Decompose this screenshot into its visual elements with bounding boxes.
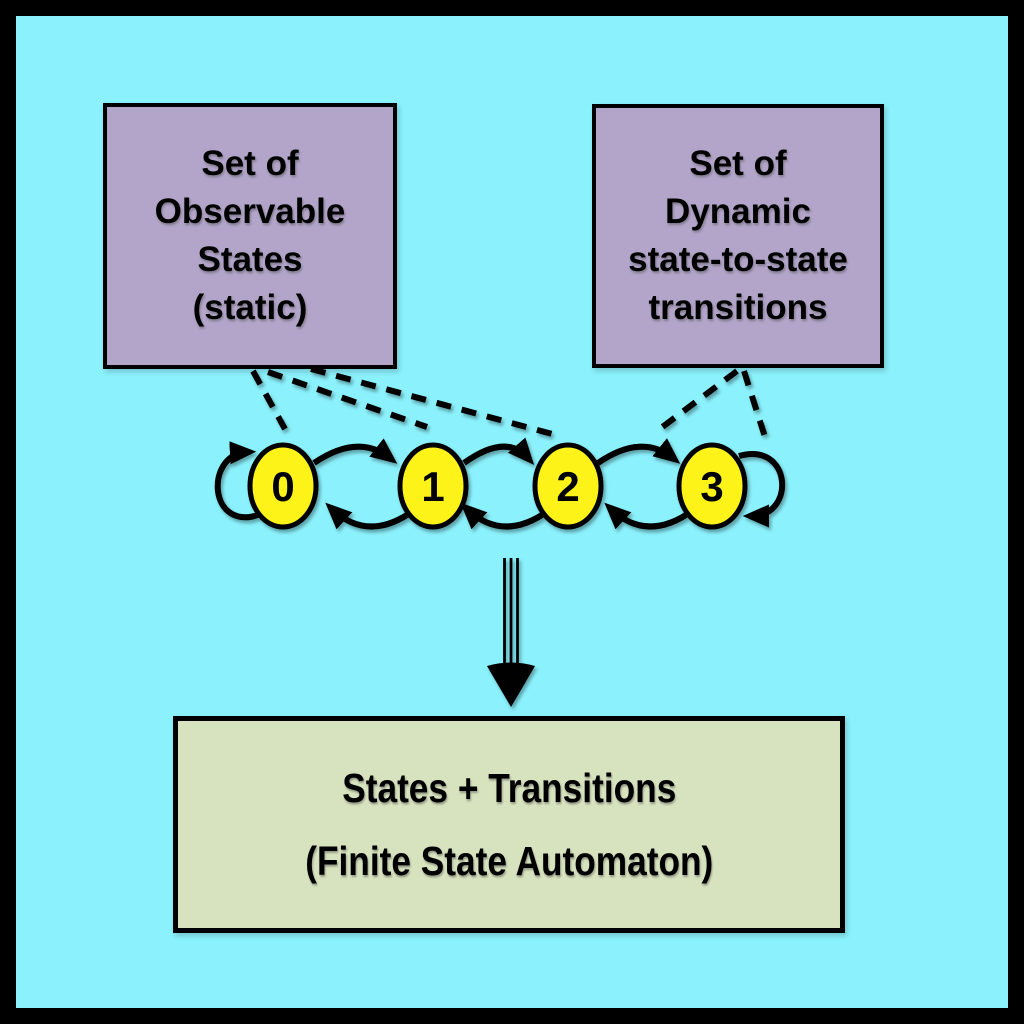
box-text-line: transitions (648, 288, 828, 327)
box-text-line: (static) (192, 288, 308, 327)
box-text-line: Set of (201, 144, 299, 183)
state-node-2 (532, 442, 604, 530)
state-node-1 (397, 442, 469, 530)
result-line-finite-state-automaton: (Finite State Automaton) (304, 837, 714, 884)
state-label-2: 2 (556, 463, 579, 510)
fsa-result-box: States + Transitions (Finite State Autom… (173, 716, 845, 933)
dashed-link-observable-to-state1 (267, 369, 428, 430)
arrowhead (487, 662, 535, 707)
observable-states-box: Set of Observable States (static) (103, 103, 397, 369)
transition-arrow-0-to-1 (312, 438, 398, 466)
dynamic-transitions-box: Set of Dynamic state-to-state transition… (592, 104, 884, 368)
box-text-line: state-to-state (628, 240, 848, 279)
dashed-link-dynamic-to-transition-right (741, 370, 768, 438)
box-text-line: Set of (689, 144, 787, 183)
self-loop-state3 (738, 451, 786, 528)
self-loop-state0 (214, 441, 263, 520)
box-text-line: Dynamic (665, 192, 811, 231)
transition-arrow-1-to-2 (462, 437, 535, 466)
dashed-link-observable-to-state2 (310, 366, 557, 438)
dashed-link-dynamic-to-transition-left (655, 368, 739, 434)
dashed-link-observable-to-state0 (250, 369, 288, 431)
box-text-line: States (197, 240, 303, 279)
state-node-0 (247, 442, 319, 530)
state-label-3: 3 (700, 463, 723, 510)
derivation-arrow-down (487, 558, 535, 707)
state-label-0: 0 (271, 463, 294, 510)
transition-arrow-2-to-3 (596, 438, 681, 466)
state-label-1: 1 (421, 463, 444, 510)
box-text-line: Observable (154, 192, 346, 231)
transition-arrow-1-to-0 (325, 502, 415, 530)
result-line-states-transitions: States + Transitions (341, 764, 677, 811)
transition-arrow-3-to-2 (604, 502, 694, 530)
transition-arrow-2-to-1 (460, 502, 550, 530)
state-node-3 (676, 442, 748, 530)
